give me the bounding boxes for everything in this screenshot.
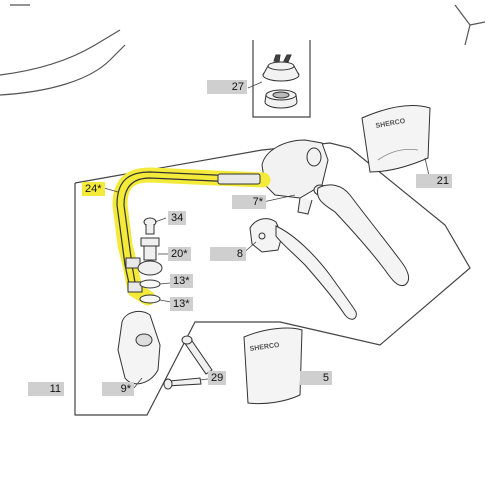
callout-13-lower: 13* — [170, 297, 193, 311]
callout-20: 20* — [168, 247, 191, 261]
lever-perch-8 — [249, 218, 283, 253]
banjo-bolt-34 — [143, 217, 157, 235]
brake-hose — [116, 171, 259, 289]
banjo-fitting-20 — [137, 237, 163, 276]
callout-9: 9* — [102, 382, 134, 396]
washers-13 — [139, 279, 161, 304]
clutch-lever-lower — [275, 225, 357, 320]
assembly-border — [74, 142, 471, 416]
brake-lever-upper — [316, 184, 410, 287]
lever-cover-5: SHERCO — [243, 327, 303, 405]
bike-frame-outline — [0, 4, 486, 96]
hose-fittings — [125, 173, 261, 293]
part-27-box — [252, 40, 311, 118]
callout-5: 5 — [300, 371, 332, 385]
callout-11: 11 — [28, 382, 64, 396]
bolts-29 — [163, 335, 213, 390]
reservoir-cap — [262, 54, 300, 109]
master-cylinder — [261, 139, 329, 215]
callout-13-upper: 13* — [170, 274, 193, 288]
brake-hose-highlight — [112, 167, 271, 306]
callout-7: 7* — [232, 195, 266, 209]
callout-29: 29 — [208, 371, 227, 385]
brand-text-5: SHERCO — [249, 342, 280, 353]
lever-cover-21: SHERCO — [361, 105, 431, 173]
caliper-body-9 — [117, 311, 161, 385]
callout-8: 8 — [210, 247, 246, 261]
callout-34: 34 — [168, 211, 187, 225]
callout-21: 21 — [416, 174, 452, 188]
callout-27: 27 — [207, 80, 247, 94]
callout-24: 24* — [82, 182, 105, 196]
caliper-bore — [135, 333, 153, 347]
